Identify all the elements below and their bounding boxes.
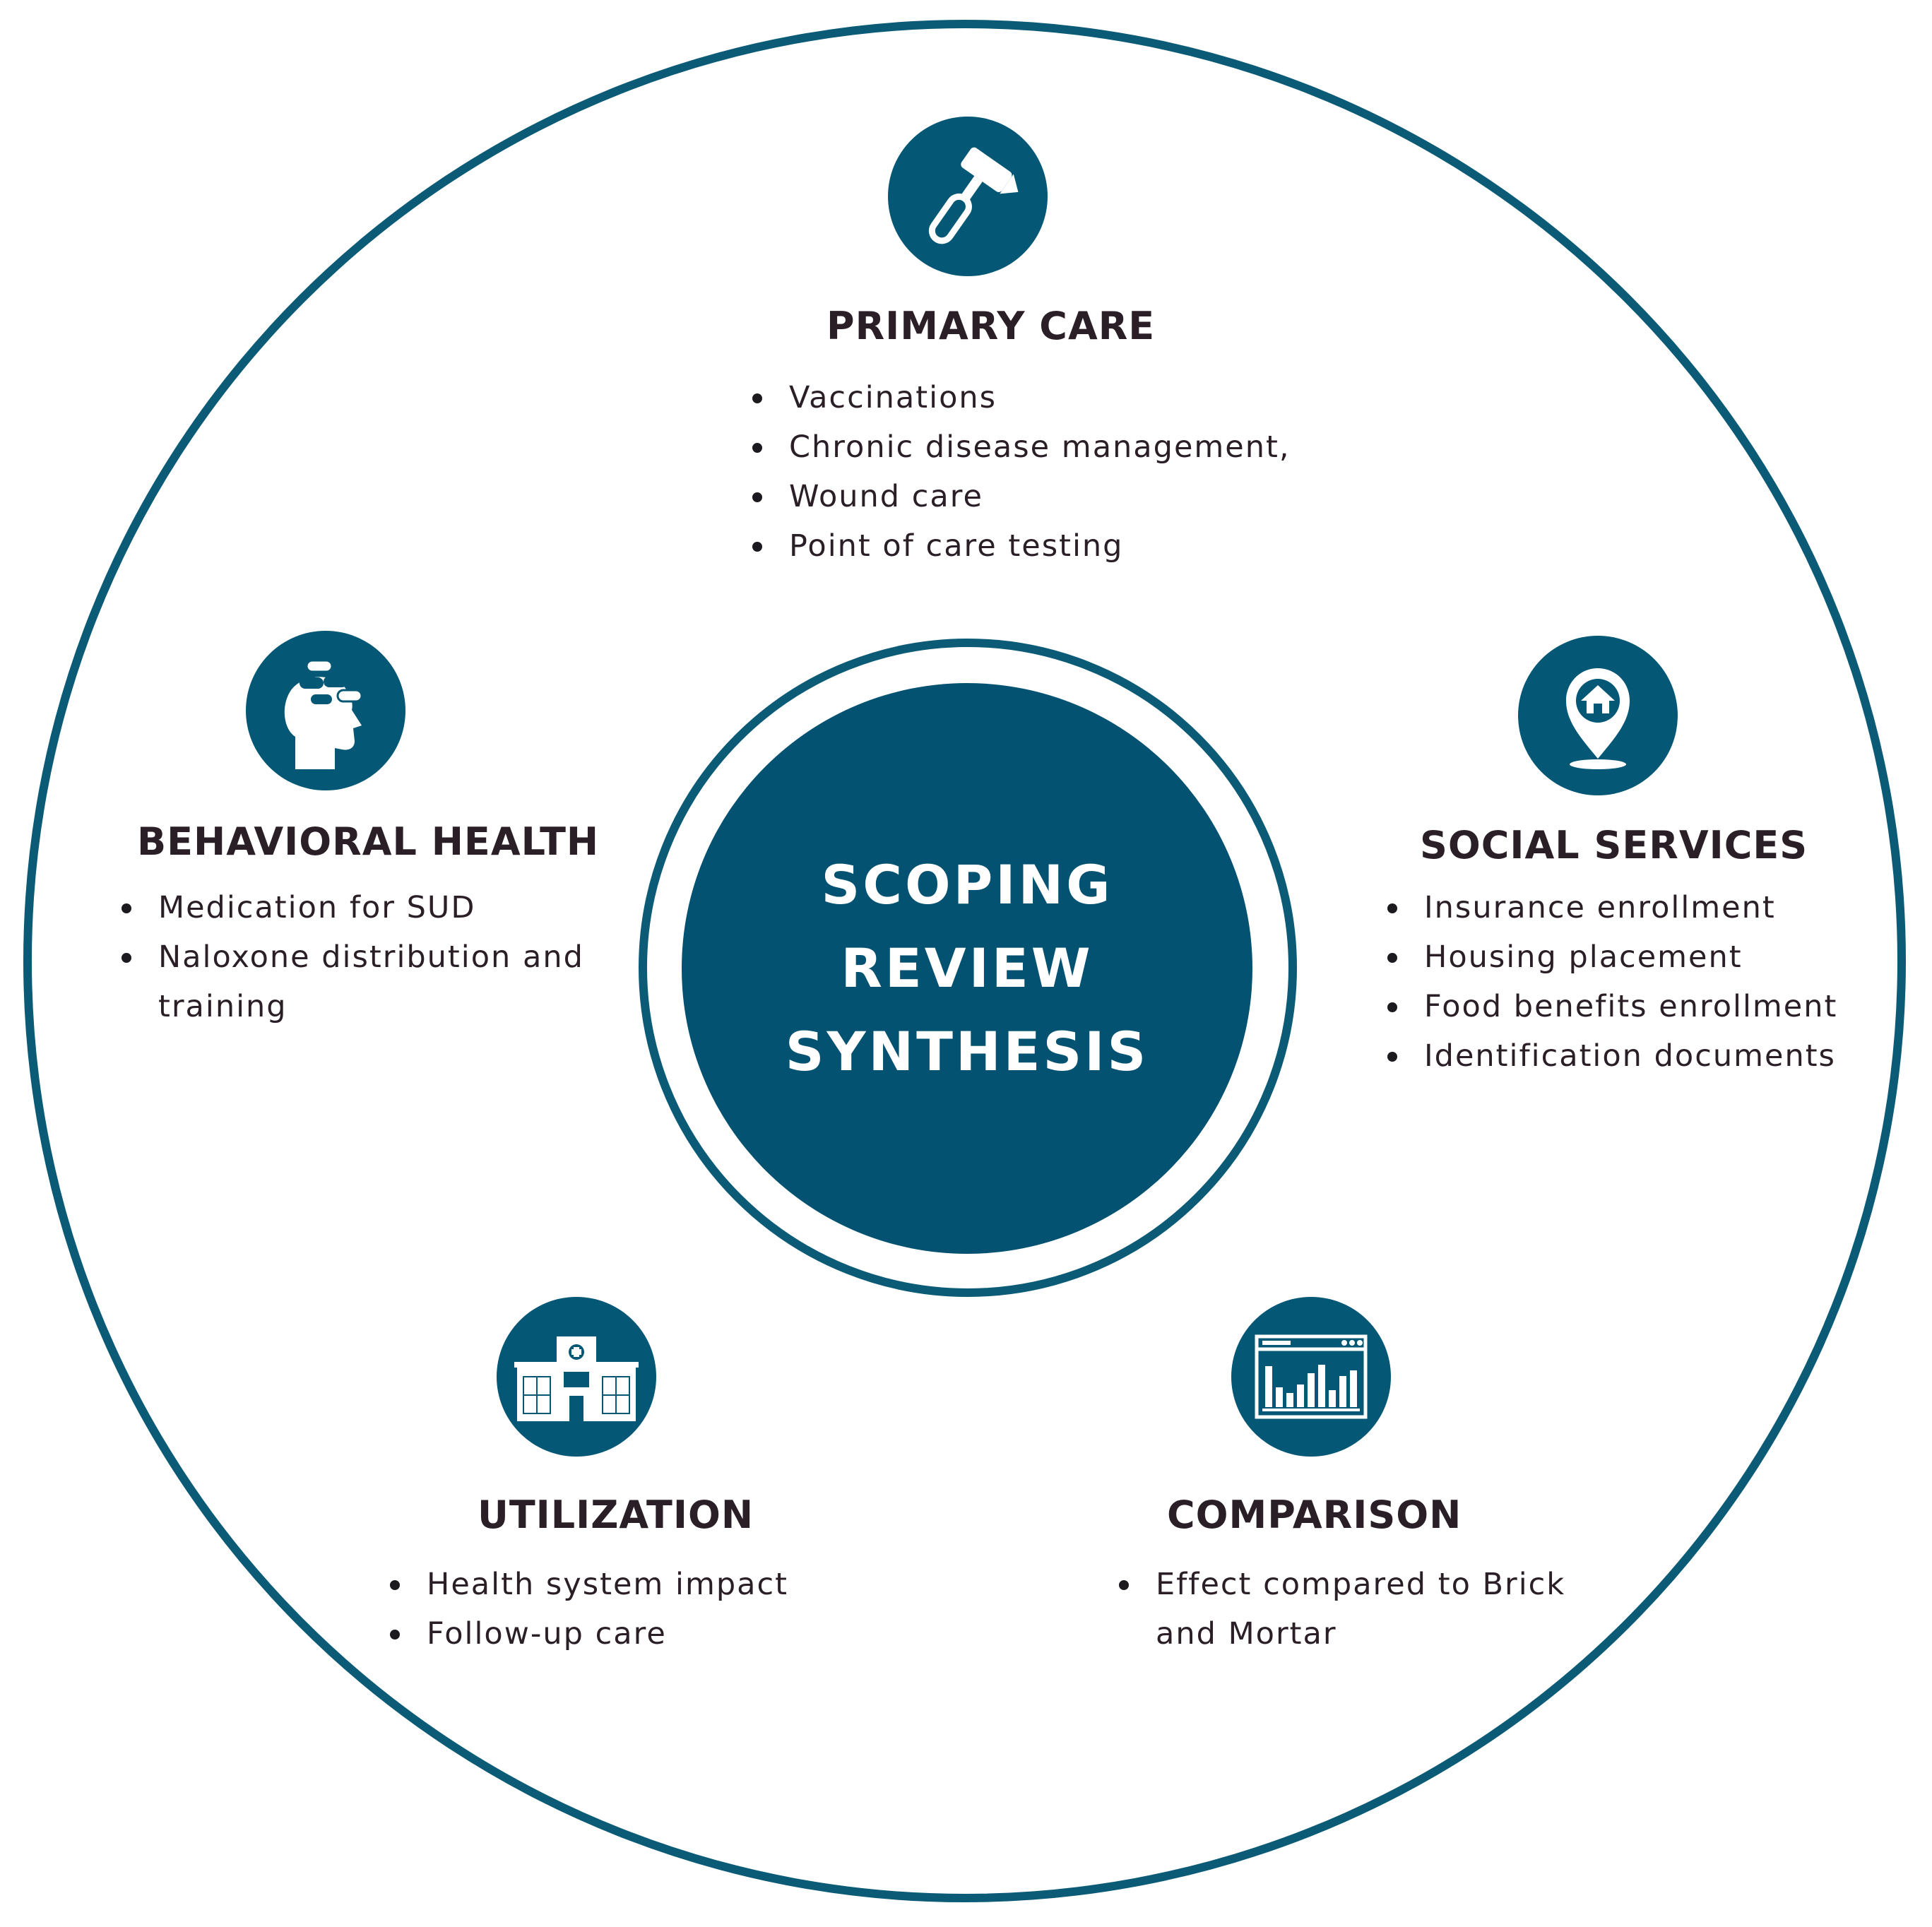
comparison-list: Effect compared to Brick and Mortar xyxy=(1115,1560,1609,1659)
list-item: Naloxone distribution and training xyxy=(117,932,626,1031)
list-item: Insurance enrollment xyxy=(1383,883,1837,932)
list-item: Medication for SUD xyxy=(117,883,626,932)
head-pills-icon xyxy=(246,631,405,790)
list-item: Food benefits enrollment xyxy=(1383,982,1837,1031)
list-item: Effect compared to Brick and Mortar xyxy=(1115,1560,1609,1659)
hospital-building-icon xyxy=(497,1297,656,1457)
utilization-heading: UTILIZATION xyxy=(478,1493,754,1537)
bar-chart-window-icon xyxy=(1231,1297,1391,1457)
list-item: Housing placement xyxy=(1383,932,1837,982)
utilization-list: Health system impact Follow-up care xyxy=(386,1560,788,1659)
list-item: Identification documents xyxy=(1383,1031,1837,1081)
list-item: Vaccinations xyxy=(748,373,1291,422)
social-services-heading: SOCIAL SERVICES xyxy=(1420,823,1808,867)
center-disc: SCOPING REVIEW SYNTHESIS xyxy=(682,683,1252,1254)
list-item: Point of care testing xyxy=(748,521,1291,571)
home-location-pin-icon xyxy=(1518,636,1678,795)
social-services-list: Insurance enrollment Housing placement F… xyxy=(1383,883,1837,1081)
list-item: Wound care xyxy=(748,472,1291,521)
center-title-line-2: REVIEW xyxy=(841,937,1094,1000)
behavioral-health-heading: BEHAVIORAL HEALTH xyxy=(137,819,600,864)
behavioral-health-list: Medication for SUD Naloxone distribution… xyxy=(117,883,626,1031)
comparison-heading: COMPARISON xyxy=(1167,1493,1462,1537)
reflex-hammer-icon xyxy=(888,117,1048,276)
list-item: Follow-up care xyxy=(386,1609,788,1659)
list-item: Health system impact xyxy=(386,1560,788,1609)
center-title-line-3: SYNTHESIS xyxy=(785,1020,1149,1083)
primary-care-heading: PRIMARY CARE xyxy=(826,304,1156,348)
list-item: Chronic disease management, xyxy=(748,422,1291,472)
center-title-line-1: SCOPING xyxy=(821,853,1113,916)
primary-care-list: Vaccinations Chronic disease management,… xyxy=(748,373,1291,571)
